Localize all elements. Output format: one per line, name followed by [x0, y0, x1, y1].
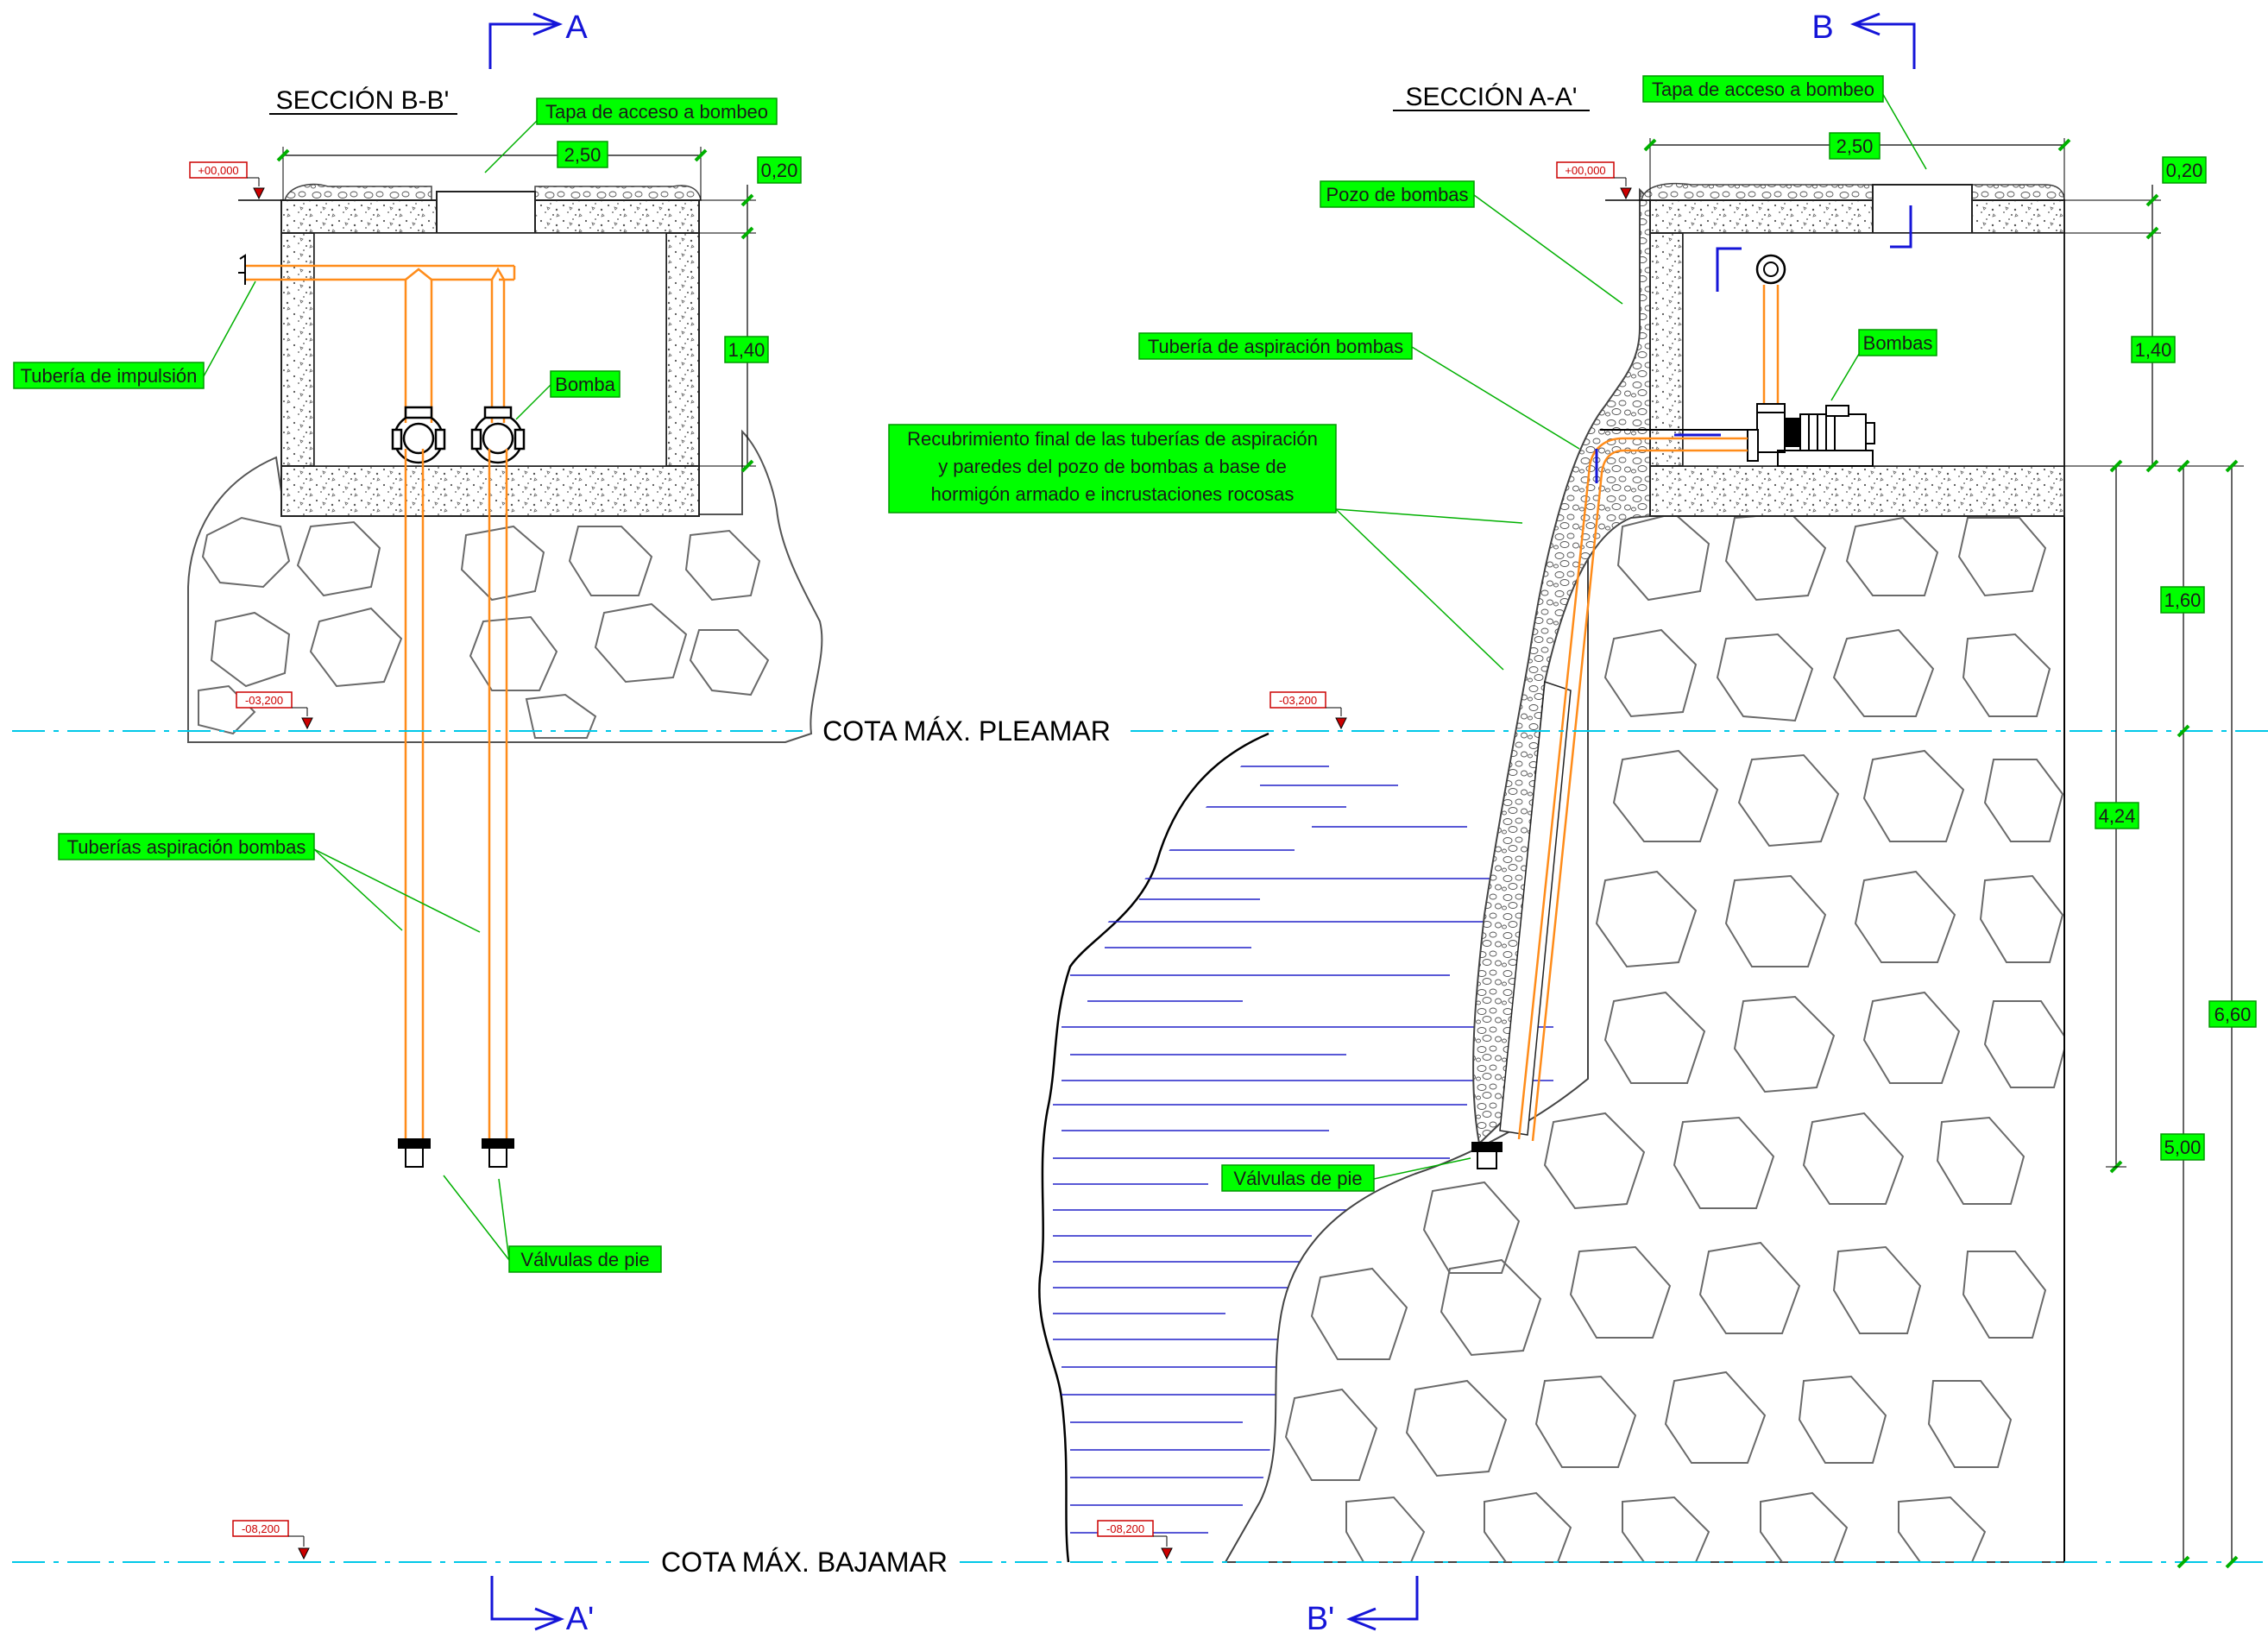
access-cover-right	[1872, 184, 1973, 234]
label-coating-line-1: Recubrimiento final de las tuberías de a…	[907, 428, 1318, 450]
callouts-right: Tapa de acceso a bombeo Pozo de bombas T…	[888, 75, 1937, 1192]
cut-marker-b-top: B	[1811, 9, 1916, 69]
svg-text:A': A'	[566, 1601, 595, 1632]
label-coating-line-2: y paredes del pozo de bombas a base de	[938, 456, 1287, 477]
dim-right-seg-1: 1,60	[2164, 589, 2202, 611]
foot-valves-left	[398, 1138, 514, 1168]
svg-text:A: A	[565, 9, 588, 46]
low-tide-label: COTA MÁX. BAJAMAR	[661, 1547, 948, 1578]
callouts-left: Tapa de acceso a bombeo Tubería de impul…	[13, 98, 778, 1273]
section-bb	[187, 183, 823, 1168]
access-cover-left	[436, 191, 536, 234]
section-aa	[1038, 182, 2065, 1563]
pump-left-2	[470, 406, 526, 464]
elevation-high-right: -03,200	[1269, 691, 1347, 730]
dim-right-total: 6,60	[2214, 1004, 2252, 1025]
elevation-low-left: -08,200	[232, 1520, 310, 1560]
elevation-high-left: -03,200	[236, 691, 313, 730]
label-foot-valves-right: Válvulas de pie	[1233, 1168, 1362, 1189]
svg-text:B': B'	[1307, 1601, 1335, 1632]
label-discharge-pipe: Tubería de impulsión	[21, 365, 198, 387]
high-tide-label: COTA MÁX. PLEAMAR	[822, 715, 1111, 747]
dim-left-slab: 0,20	[761, 160, 798, 181]
svg-text:-08,200: -08,200	[1106, 1522, 1144, 1535]
svg-text:-08,200: -08,200	[242, 1522, 280, 1535]
dimensions-left: 2,50 0,20 1,40	[276, 141, 802, 473]
section-aa-title: SECCIÓN A-A'	[1405, 83, 1577, 111]
cut-marker-a-top: A	[488, 9, 588, 69]
dim-left-depth: 1,40	[728, 339, 765, 361]
label-suction-pipes-left: Tuberías aspiración bombas	[67, 836, 306, 858]
suction-pipes-left	[404, 449, 508, 1139]
cut-marker-a-bottom: A'	[490, 1576, 595, 1632]
svg-text:+00,000: +00,000	[1565, 164, 1605, 177]
label-pump-well: Pozo de bombas	[1326, 184, 1468, 205]
label-pump-left: Bomba	[555, 374, 615, 395]
svg-text:B: B	[1811, 9, 1833, 46]
label-foot-valves-left: Válvulas de pie	[520, 1249, 649, 1270]
dim-right-seg-2: 4,24	[2099, 805, 2136, 827]
dimensions-right: 2,50 0,20 1,40 4,24 1,60 5,00 6,60	[1643, 132, 2257, 1569]
section-bb-title: SECCIÓN B-B'	[276, 86, 450, 115]
pump-assembly-right	[1747, 254, 1875, 467]
surface-gravel-left	[283, 183, 702, 201]
label-access-cover-right: Tapa de acceso a bombeo	[1652, 79, 1874, 100]
surface-gravel-right	[1641, 182, 2065, 201]
label-coating-line-3: hormigón armado e incrustaciones rocosas	[931, 483, 1295, 505]
svg-text:-03,200: -03,200	[245, 694, 283, 707]
cut-marker-b-bottom: B'	[1307, 1576, 1419, 1632]
dim-right-width: 2,50	[1836, 135, 1874, 157]
elevation-low-right: -08,200	[1097, 1520, 1173, 1560]
svg-text:-03,200: -03,200	[1279, 694, 1317, 707]
dim-right-slab: 0,20	[2166, 160, 2203, 181]
chamber-walls-left	[280, 232, 700, 517]
section-cut-lines-right	[1716, 205, 1912, 292]
label-pumps-right: Bombas	[1863, 332, 1933, 354]
pump-left-1	[391, 406, 446, 464]
section-cut-small-right	[1595, 433, 1721, 483]
suction-pipe-right	[1517, 437, 1748, 1142]
elevation-top-left: +00,000	[189, 161, 281, 201]
dim-left-width: 2,50	[564, 144, 602, 166]
coating-strip	[1472, 187, 1651, 1146]
top-slab-left	[280, 191, 700, 234]
label-suction-pipe-right: Tubería de aspiración bombas	[1148, 336, 1403, 357]
dim-right-seg-3: 5,00	[2164, 1137, 2202, 1158]
svg-text:+00,000: +00,000	[198, 164, 238, 177]
dim-right-depth: 1,40	[2135, 339, 2172, 361]
foot-valve-right	[1471, 1142, 1503, 1169]
pipe-terminal-left	[238, 254, 246, 285]
label-access-cover-left: Tapa de acceso a bombeo	[545, 101, 768, 123]
chamber-right	[1649, 184, 2065, 517]
rock-mass-right	[1224, 469, 2065, 1563]
discharge-pipe-left	[246, 264, 516, 423]
elevation-top-right: +00,000	[1556, 161, 1650, 201]
